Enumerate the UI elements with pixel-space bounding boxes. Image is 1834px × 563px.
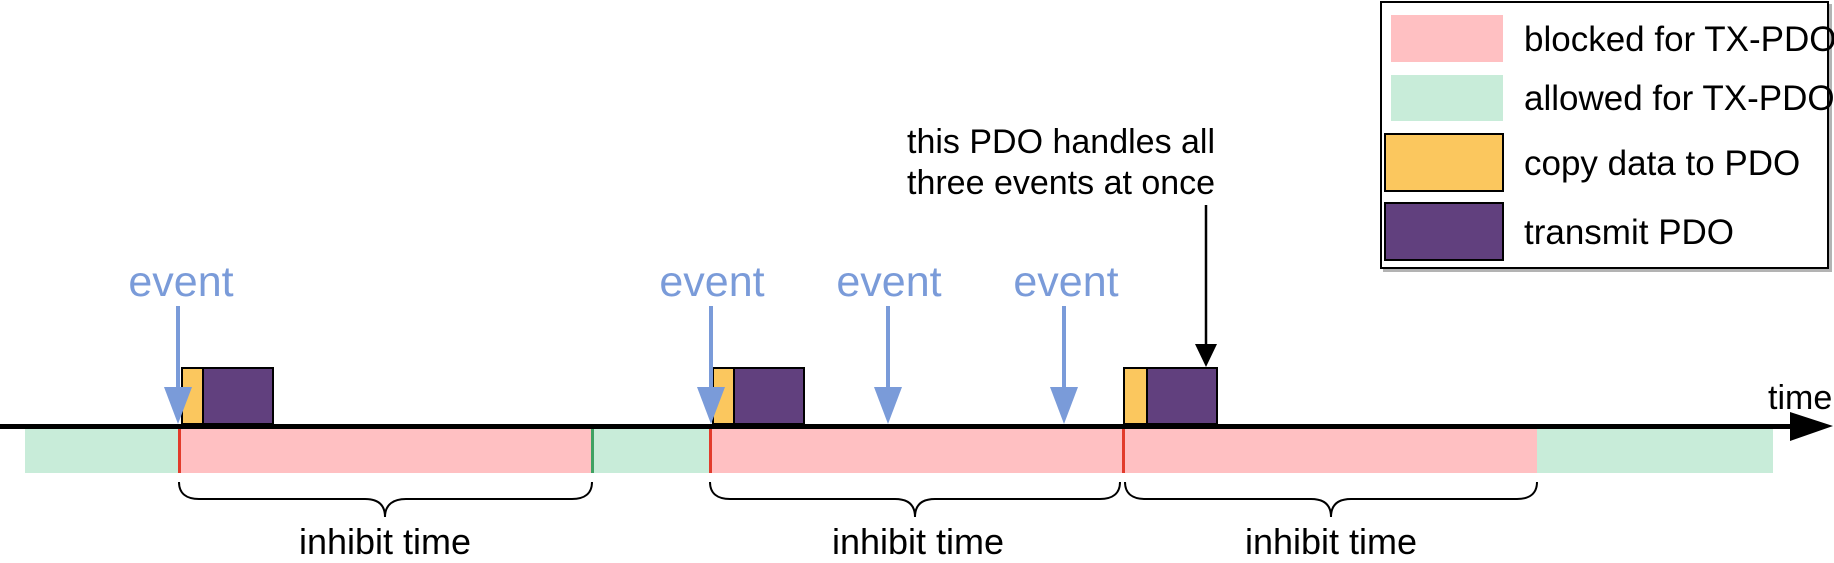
legend-label-allowed: allowed for TX-PDO bbox=[1524, 79, 1834, 118]
copy-data-rect bbox=[1123, 367, 1148, 425]
transmit-pdo-rect bbox=[1146, 367, 1218, 425]
event-label: event bbox=[836, 258, 942, 306]
legend-swatch-allowed bbox=[1391, 75, 1503, 121]
inhibit-time-label: inhibit time bbox=[1244, 521, 1418, 562]
legend-label-copy: copy data to PDO bbox=[1524, 144, 1801, 183]
legend-swatch-blocked bbox=[1391, 15, 1503, 62]
copy-data-rect bbox=[181, 367, 204, 425]
inhibit-brace-icon bbox=[178, 481, 593, 518]
event-arrows bbox=[164, 306, 1078, 424]
annotation-text: this PDO handles all three events at onc… bbox=[907, 122, 1215, 205]
allowed-band-segment bbox=[25, 429, 179, 473]
inhibit-end-line bbox=[591, 429, 594, 473]
event-label: event bbox=[1013, 258, 1119, 306]
time-axis-label: time bbox=[1768, 379, 1833, 417]
inhibit-brace-icon bbox=[709, 481, 1121, 518]
legend-label-transmit: transmit PDO bbox=[1524, 213, 1735, 252]
inhibit-brace-icon bbox=[1124, 481, 1538, 518]
inhibit-start-line bbox=[178, 429, 181, 473]
legend-box: blocked for TX-PDO allowed for TX-PDO co… bbox=[1380, 1, 1834, 269]
legend-swatch-copy bbox=[1384, 133, 1504, 192]
allowed-band-segment bbox=[592, 429, 710, 473]
inhibit-start-line bbox=[1122, 429, 1125, 473]
event-label: event bbox=[659, 258, 765, 306]
blocked-band-segment bbox=[179, 429, 592, 473]
legend-label-blocked: blocked for TX-PDO bbox=[1524, 20, 1834, 59]
annotation-arrow-head-icon bbox=[1195, 344, 1217, 367]
event-arrow-head-icon bbox=[874, 387, 902, 424]
allowed-band-segment bbox=[1537, 429, 1773, 473]
copy-data-rect bbox=[712, 367, 735, 425]
event-arrow-head-icon bbox=[1050, 387, 1078, 424]
transmit-pdo-rect bbox=[202, 367, 274, 425]
inhibit-braces bbox=[178, 481, 1538, 518]
inhibit-time-label: inhibit time bbox=[298, 521, 472, 562]
transmit-pdo-rect bbox=[733, 367, 805, 425]
annotation-line-2: three events at once bbox=[907, 164, 1216, 203]
inhibit-time-label: inhibit time bbox=[831, 521, 1005, 562]
event-label: event bbox=[128, 258, 234, 306]
inhibit-start-line bbox=[709, 429, 712, 473]
annotation-line-1: this PDO handles all bbox=[907, 123, 1216, 161]
legend-swatch-transmit bbox=[1384, 202, 1504, 261]
